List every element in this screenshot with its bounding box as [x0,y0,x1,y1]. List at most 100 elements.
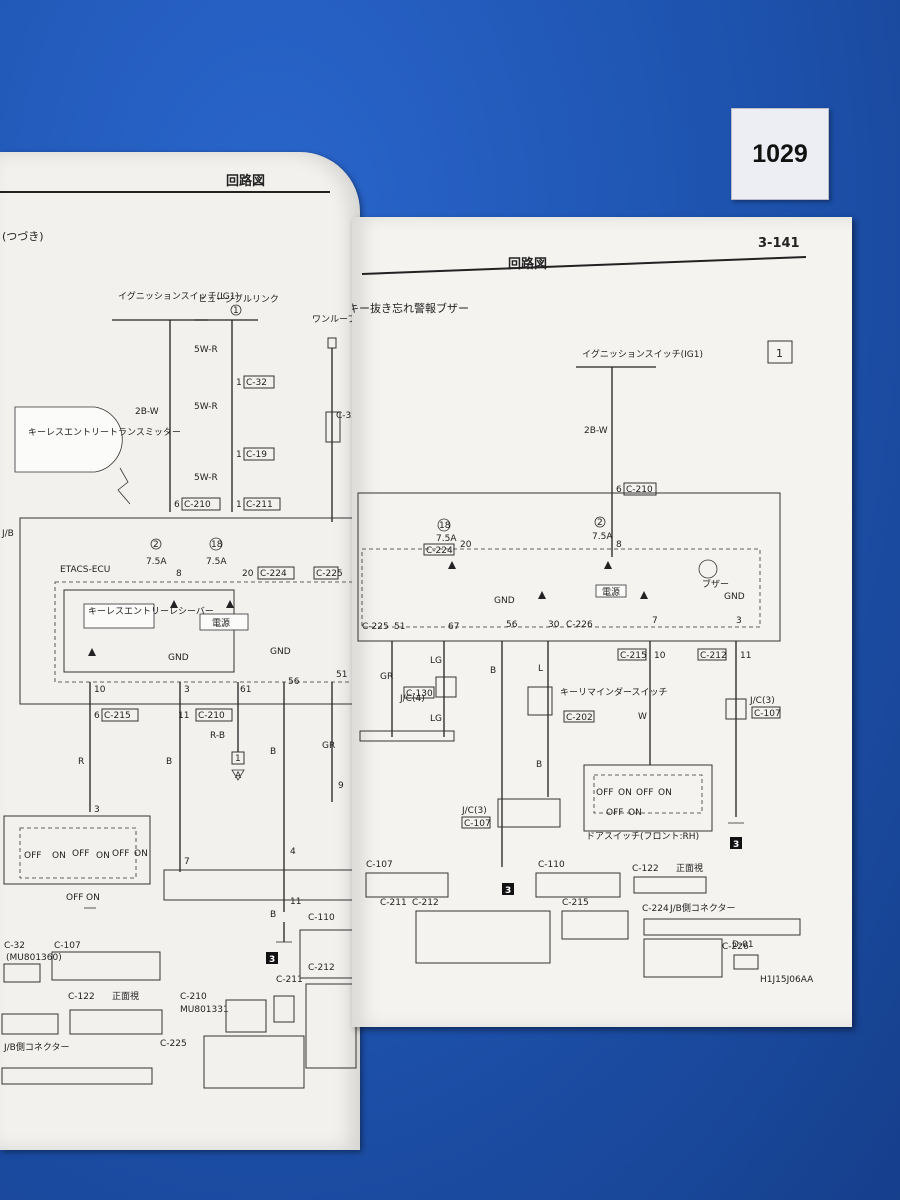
right-c211-pin-label: C-211 [380,898,407,908]
left-sw-off-c: OFF [112,849,129,859]
right-c107b-label: C-107 [464,819,491,829]
left-power-label: 電源 [212,618,230,629]
diode-icon-c [88,648,96,656]
right-gnd-b: GND [724,592,745,602]
right-section-box: 1 [776,347,783,360]
left-pin-1a: 1 [236,378,242,388]
left-c32-label: C-32 [246,378,267,388]
left-pin-56: 56 [288,677,300,687]
right-diode-b [604,561,612,569]
right-pin-11: 11 [740,651,751,661]
right-pin-56: 56 [506,620,518,630]
right-c224-pin-label: C-224 [642,904,669,914]
left-c122-label: C-122 [68,992,95,1002]
right-ground-badge-b [502,883,514,895]
left-header-title: 回路図 [226,173,265,189]
right-c130-label: C-130 [406,689,433,699]
right-c122-label: C-122 [632,864,659,874]
right-c202-label: C-202 [566,713,593,723]
left-wire-gr: GR [322,741,335,751]
left-c225-pin-label: C-225 [160,1039,187,1049]
left-pin-51-a: 51 [336,670,347,680]
left-c211-label: C-211 [246,500,273,510]
left-front-view: 正面視 [112,990,139,1002]
left-receiver-label: キーレスエントリーレシーバー [88,606,214,617]
left-c225-top-label: C-225 [316,569,343,579]
left-sw-on-a: ON [52,851,66,861]
right-pin-7: 7 [652,616,658,626]
right-wire-lg-a: LG [430,656,442,666]
left-triangle-ref: 1 [235,754,241,764]
right-buzzer-label: ブザー [702,578,729,590]
right-c225-label: C-225 [362,622,389,632]
left-pin-8: 8 [176,569,182,579]
right-sw-off-a: OFF [596,788,613,798]
left-etacs-label: ETACS-ECU [60,565,110,575]
left-circuit-diagram: 回路図 (つづき) イグニッションスイッチ(IG1) ヒュージブルリンク 1 ワ… [0,173,360,1089]
right-c215-pin-label: C-215 [562,898,589,908]
right-pin-20: 20 [460,540,472,550]
left-pin-10: 10 [94,685,106,695]
right-section-title: キー抜き忘れ警報ブザー [352,301,469,315]
left-fusible-num: 1 [233,306,239,316]
left-c32-side-label: C-32 [336,411,357,421]
left-fuse-a-amp: 7.5A [146,557,167,567]
triangle-ref-icon [231,769,245,781]
left-wire-5wr-a: 5W-R [194,345,218,355]
right-page-number: 3-141 [758,236,800,251]
left-wire-5wr-b: 5W-R [194,402,218,412]
right-c215-label: C-215 [620,651,647,661]
left-sw-off-b: OFF [72,849,89,859]
right-gnd-a: GND [494,596,515,606]
left-pin-4: 4 [290,847,296,857]
left-c211-pin-label: C-211 [276,975,303,985]
left-transmitter-label: キーレスエントリートランスミッター [28,427,181,438]
right-ignition-label: イグニッションスイッチ(IG1) [582,348,703,360]
diode-icon-a [170,600,178,608]
right-pin-30: 30 [548,620,560,630]
price-tag: 1029 [731,108,829,200]
left-pin-11b: 11 [290,897,301,907]
right-diode-d [640,591,648,599]
right-sw-on-a: ON [618,788,632,798]
right-header-title: 回路図 [508,256,547,272]
left-jb-connector: J/B側コネクター [3,1041,70,1053]
left-sw-on-d: ON [86,893,100,903]
right-jb-connector: J/B側コネクター [669,902,736,914]
right-fuse-a-amp: 7.5A [592,532,613,542]
right-c213-pin-label: C-212 [412,898,439,908]
diode-icon-b [226,600,234,608]
right-fuse-b-amp: 7.5A [436,534,457,544]
left-pin-61: 61 [240,685,251,695]
left-pin-11: 11 [178,711,189,721]
left-pin-1c: 1 [236,500,242,510]
left-jb-label: J/B [1,529,14,539]
right-fuse-a-num: 2 [597,518,603,528]
left-triangle-letter: A [235,771,242,781]
price-tag-number: 1029 [752,139,808,168]
right-pin-67: 67 [448,622,459,632]
right-c224-label: C-224 [426,546,453,556]
right-jc3-label: J/C(3) [749,696,775,706]
buzzer-icon [698,559,718,579]
right-diode-c [538,591,546,599]
wireless-signal-icon [117,467,131,505]
left-c110-label: C-110 [308,913,335,923]
left-pin-7: 7 [184,857,190,867]
right-wire-b-b: B [536,760,542,770]
right-circuit-diagram: 回路図 3-141 キー抜き忘れ警報ブザー 1 イグニッションスイッチ(IG1)… [352,236,814,985]
left-wire-2bw: 2B-W [135,407,159,417]
right-door-switch: ドアスイッチ(フロント:RH) [586,831,699,842]
right-pin-10: 10 [654,651,666,661]
right-etacs-box [361,548,761,628]
left-wire-r: R [78,757,84,767]
right-wire-l: L [538,664,543,674]
right-wire-2bw: 2B-W [584,426,608,436]
right-c110-label: C-110 [538,860,565,870]
left-gnd-label-b: GND [270,647,291,657]
right-key-reminder: キーリマインダースイッチ [560,686,668,698]
left-top-connector-label: ワンループ/アースレス [312,314,360,325]
right-wire-b-a: B [490,666,496,676]
left-part-mu2: MU801331 [180,1005,229,1015]
right-pin-3: 3 [736,616,742,626]
